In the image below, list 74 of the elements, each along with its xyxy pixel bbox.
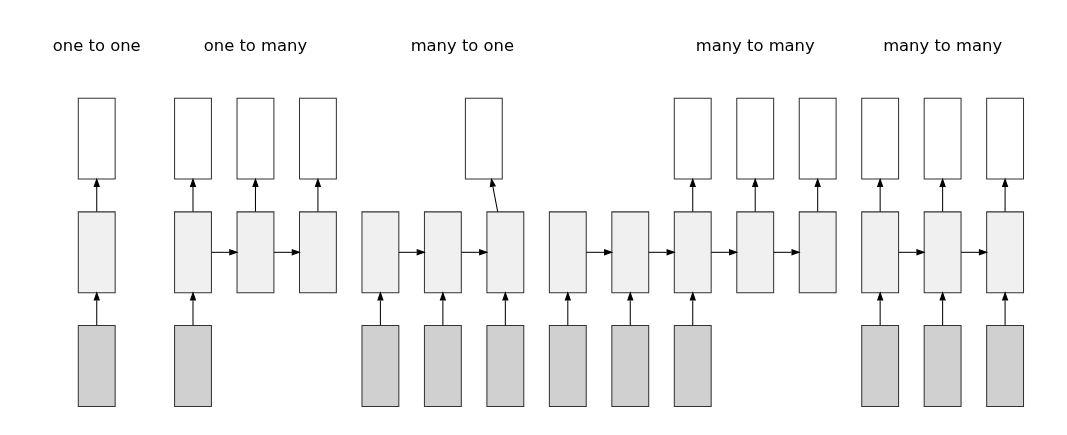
arrow — [93, 291, 100, 326]
arrow — [314, 177, 322, 213]
node-box — [464, 97, 503, 180]
node-box — [174, 325, 212, 407]
node-box — [673, 211, 712, 294]
node-box — [673, 325, 712, 407]
arrow — [1001, 177, 1009, 213]
node-box — [77, 325, 116, 407]
node-box — [77, 97, 116, 180]
node-box — [673, 97, 712, 180]
node-box — [798, 211, 837, 294]
arrow — [273, 249, 301, 256]
arrow — [710, 249, 739, 256]
arrow — [377, 291, 384, 326]
node-box — [236, 211, 275, 294]
arrow — [689, 177, 696, 213]
arrow — [939, 291, 946, 326]
node-box — [361, 325, 400, 407]
arrow — [814, 177, 821, 213]
arrow — [460, 249, 489, 256]
node-box — [548, 325, 587, 407]
node-box — [299, 97, 337, 180]
node-box — [486, 325, 525, 407]
node-box — [861, 97, 900, 180]
arrow — [773, 249, 801, 256]
node-box — [736, 97, 775, 180]
node-box — [861, 325, 900, 407]
arrow — [585, 249, 614, 256]
label: many to many — [695, 35, 815, 55]
node-box — [923, 325, 962, 407]
arrow — [752, 177, 759, 213]
arrow — [489, 177, 499, 213]
node-box — [361, 211, 400, 294]
node-box — [986, 97, 1025, 180]
arrow — [502, 291, 509, 326]
node-box — [548, 211, 587, 294]
node-box — [861, 211, 900, 294]
node-box — [611, 325, 650, 407]
node-box — [423, 211, 462, 294]
arrow — [1001, 291, 1009, 326]
node-box — [611, 211, 650, 294]
label: many to many — [883, 35, 1003, 55]
node-box — [299, 211, 337, 294]
label: one to one — [52, 35, 141, 55]
node-box — [423, 325, 462, 407]
arrow — [876, 177, 884, 213]
arrow — [211, 249, 239, 256]
node-box — [923, 211, 962, 294]
node-box — [174, 211, 212, 294]
label: many to one — [410, 35, 515, 55]
node-box — [236, 97, 275, 180]
node-box — [986, 325, 1025, 407]
node-box — [486, 211, 525, 294]
arrow — [939, 177, 946, 213]
node-box — [798, 97, 837, 180]
arrow — [93, 177, 100, 213]
arrow — [439, 291, 447, 326]
arrow — [189, 177, 197, 213]
arrow — [876, 291, 884, 326]
node-box — [986, 211, 1025, 294]
node-box — [174, 97, 212, 180]
label: one to many — [203, 35, 308, 55]
node-box — [736, 211, 775, 294]
arrow — [252, 177, 259, 213]
node-box — [77, 211, 116, 294]
node-box — [923, 97, 962, 180]
arrow — [398, 249, 426, 256]
arrow — [898, 249, 926, 256]
arrow — [564, 291, 572, 326]
arrow — [960, 249, 989, 256]
arrow — [627, 291, 634, 326]
arrow — [689, 291, 696, 326]
arrow — [648, 249, 676, 256]
arrow — [189, 291, 197, 326]
